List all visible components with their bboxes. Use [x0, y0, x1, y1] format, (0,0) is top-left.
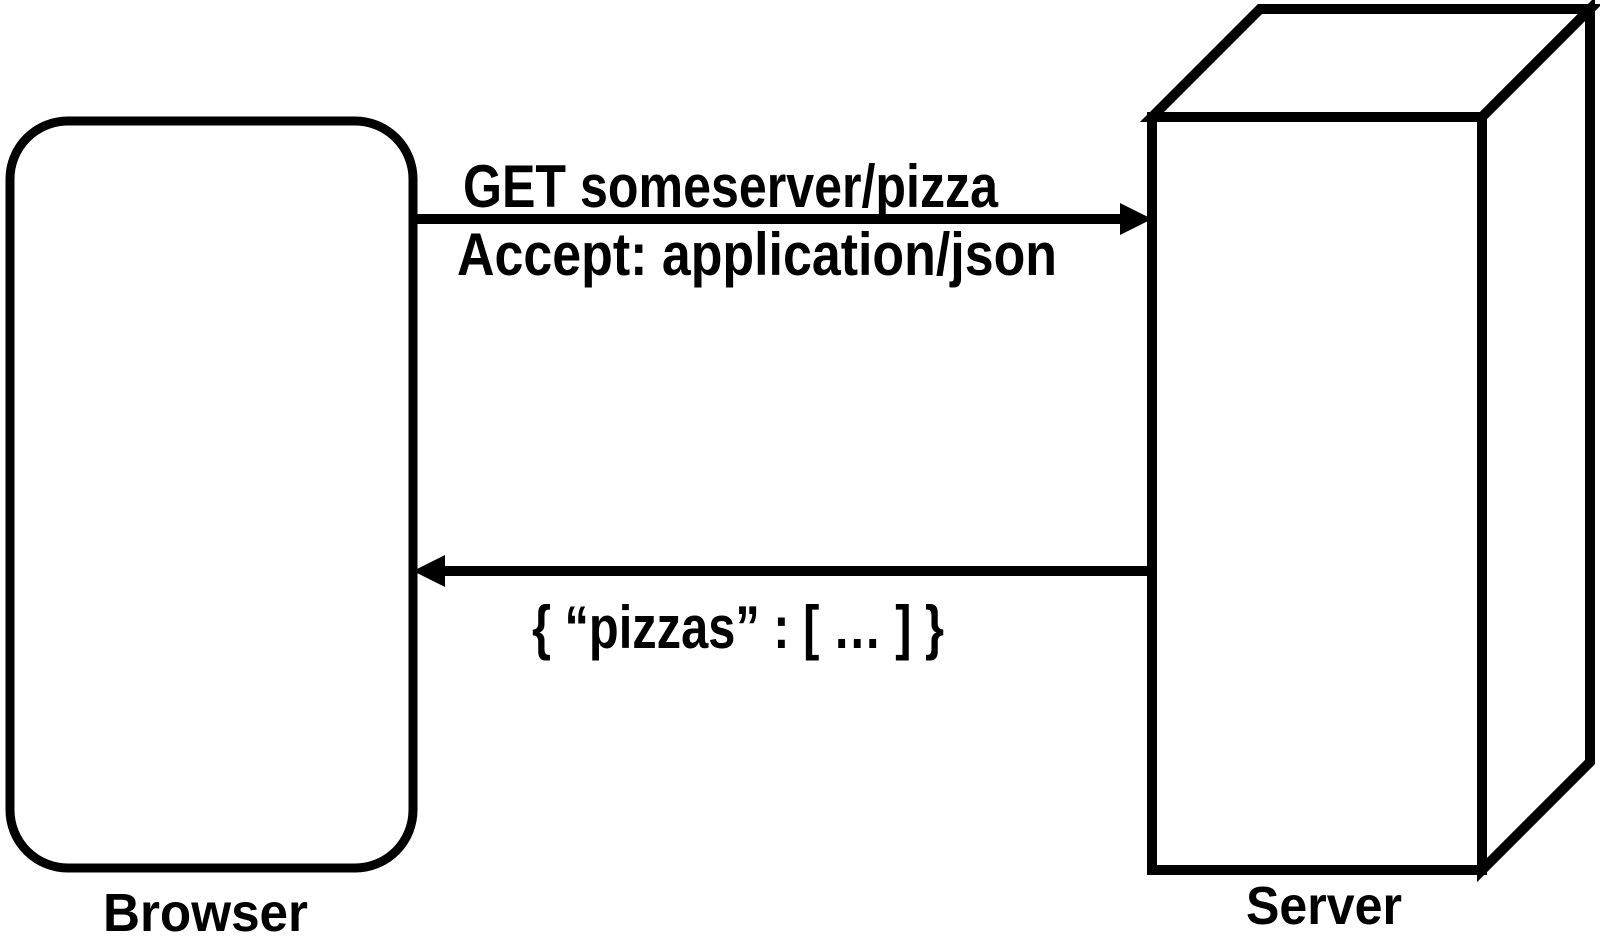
request-line1-label: GET someserver/pizza [463, 153, 999, 220]
response-body-label: { “pizzas” : [ … ] } [532, 594, 944, 661]
request-line2-label: Accept: application/json [457, 221, 1057, 288]
browser-node-label: Browser [103, 883, 308, 940]
response-arrowhead-icon [413, 555, 445, 587]
request-arrow [413, 203, 1152, 235]
response-arrow [413, 555, 1152, 587]
server-node-label: Server [1246, 876, 1402, 936]
server-node-front-face [1147, 112, 1487, 875]
request-arrowhead-icon [1120, 203, 1152, 235]
server-node-side-face [1477, 0, 1595, 883]
browser-node-shape [5, 116, 418, 873]
